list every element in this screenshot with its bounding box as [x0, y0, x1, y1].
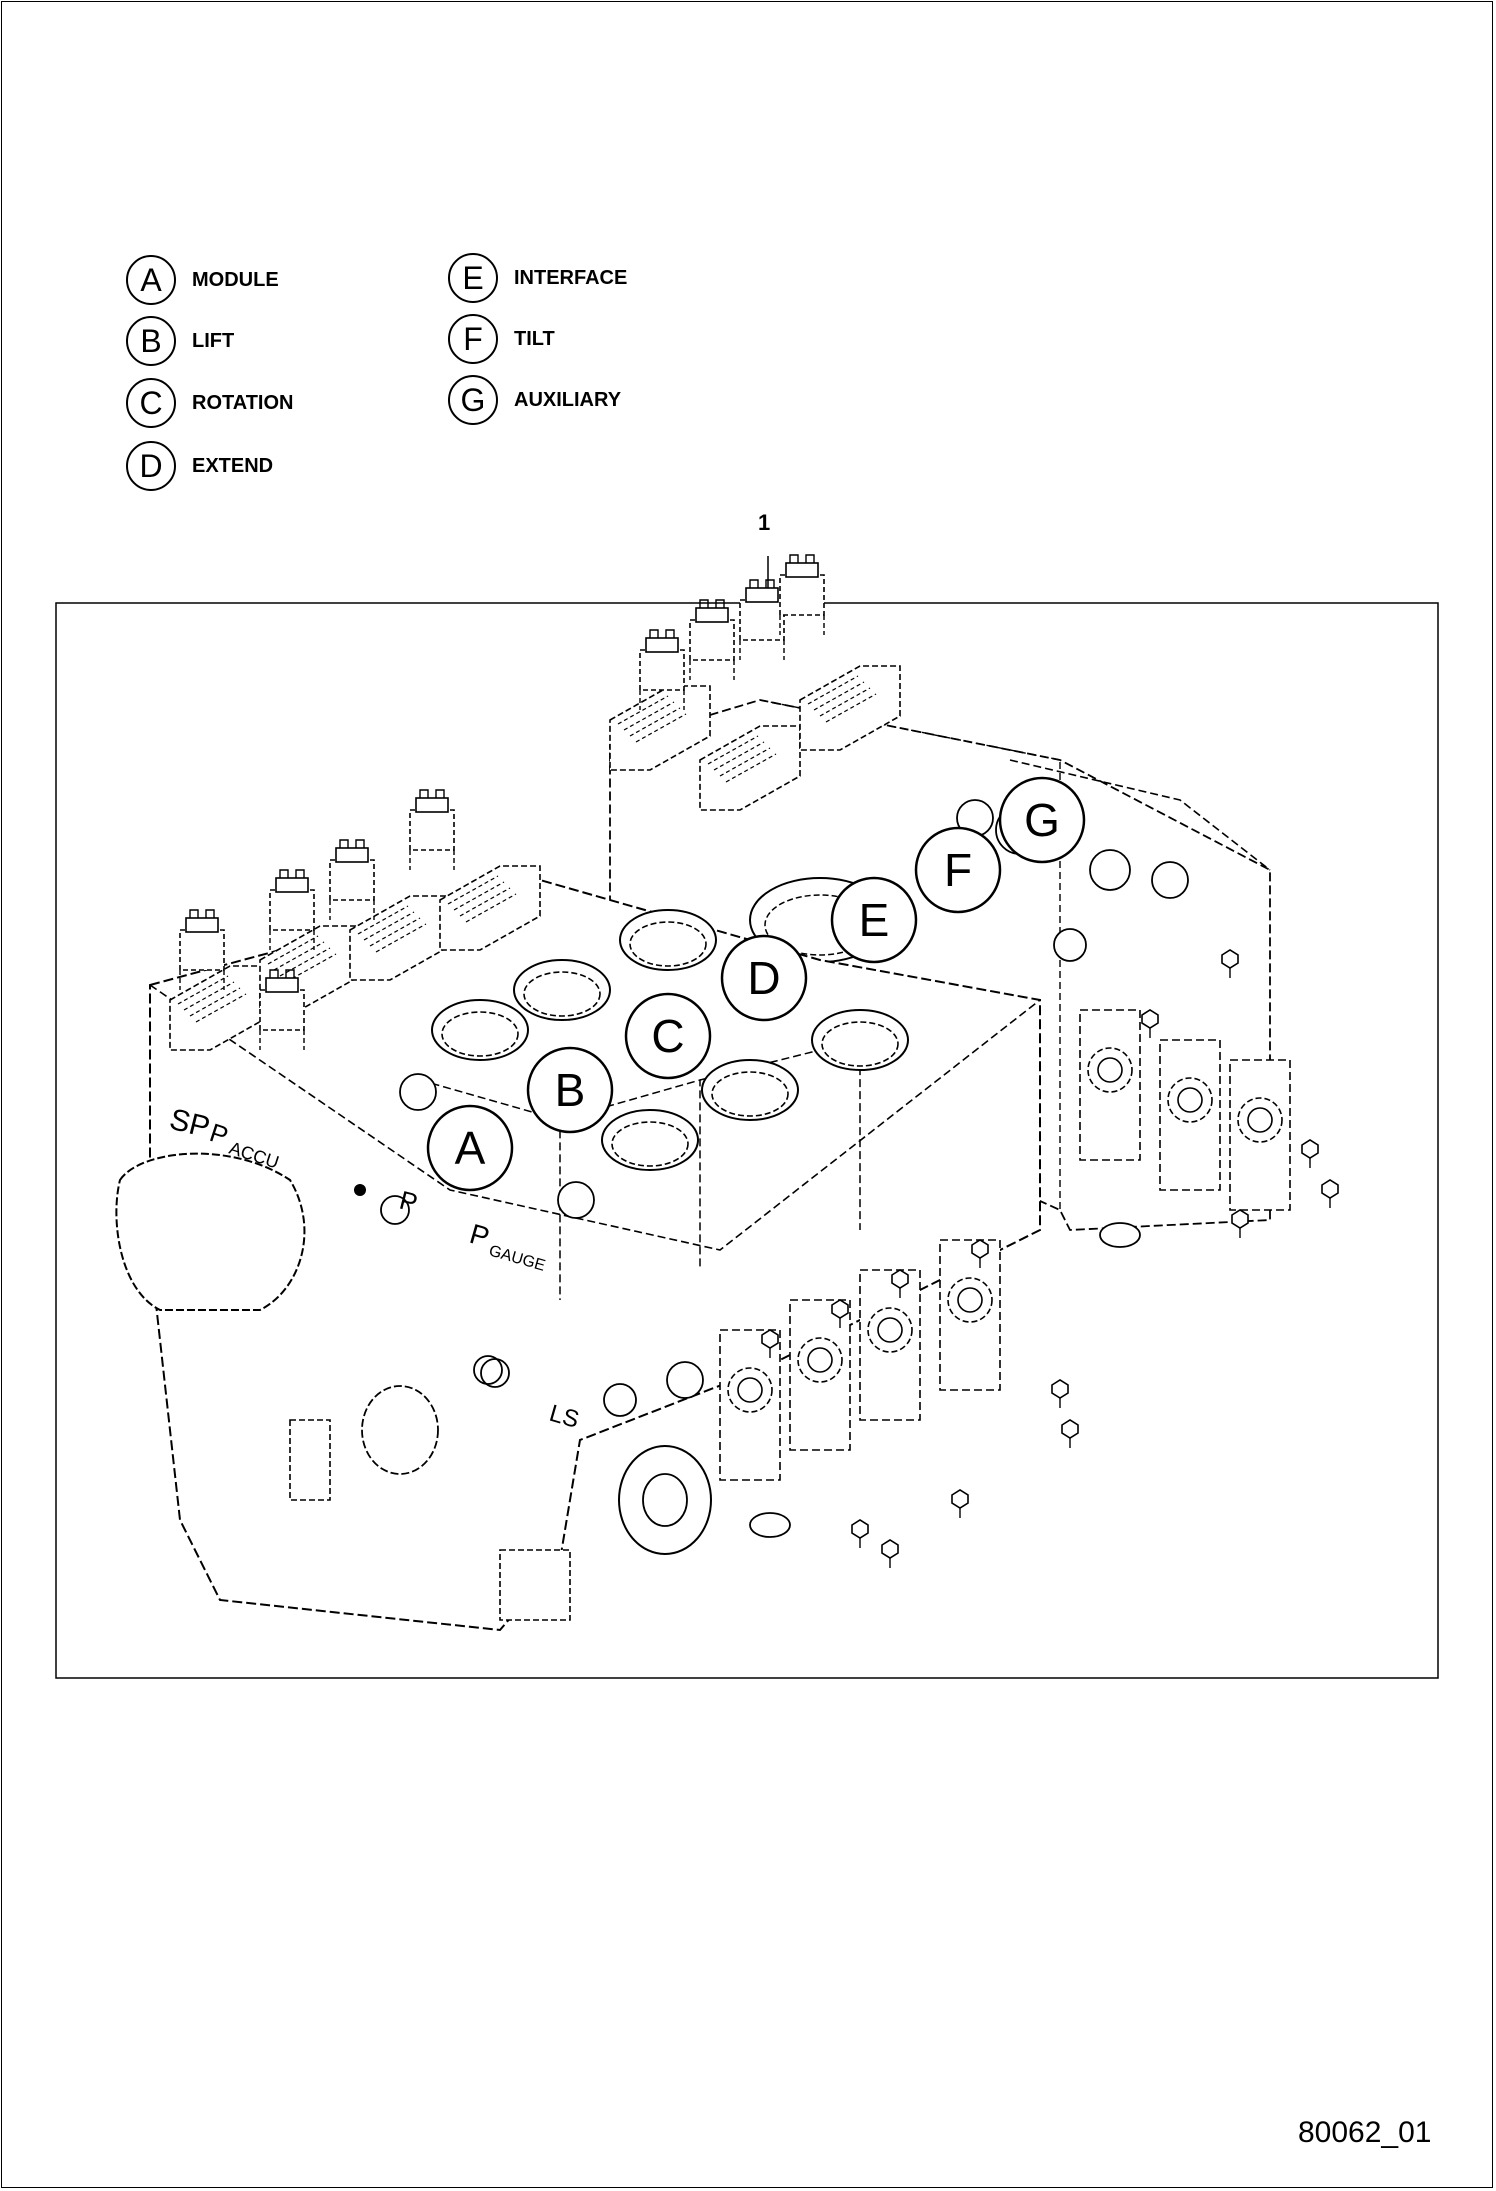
legend-badge-g: G — [448, 375, 498, 425]
callout-b: B — [526, 1046, 614, 1134]
svg-text:A: A — [455, 1122, 486, 1174]
legend-label-e: INTERFACE — [514, 267, 628, 289]
legend-label-c: ROTATION — [192, 392, 294, 414]
svg-text:B: B — [555, 1064, 586, 1116]
svg-text:D: D — [747, 952, 780, 1004]
callout-e: E — [830, 876, 918, 964]
item-number: 1 — [758, 510, 771, 535]
svg-text:C: C — [651, 1010, 684, 1062]
legend-label-d: EXTEND — [192, 455, 274, 477]
callout-c: C — [624, 992, 712, 1080]
callout-d: D — [720, 934, 808, 1022]
callout-g: G — [998, 776, 1086, 864]
legend-badge-e: E — [448, 253, 498, 303]
legend-label-f: TILT — [514, 328, 555, 350]
callout-f: F — [914, 826, 1002, 914]
legend-badge-d: D — [126, 441, 176, 491]
front-valve-bank — [115, 789, 1141, 1632]
legend-badge-a: A — [126, 255, 176, 305]
legend-label-a: MODULE — [192, 269, 279, 291]
callout-a: A — [426, 1104, 514, 1192]
legend-badge-f: F — [448, 314, 498, 364]
svg-text:E: E — [859, 894, 890, 946]
legend-badge-c: C — [126, 378, 176, 428]
figure-id: 80062_01 — [1298, 2116, 1432, 2149]
svg-text:F: F — [944, 844, 972, 896]
legend-badge-b: B — [126, 316, 176, 366]
svg-text:G: G — [1024, 794, 1060, 846]
legend-label-g: AUXILIARY — [514, 389, 622, 411]
part-markings: SP P ACCU P P GAUGE LS — [166, 1103, 582, 1434]
legend-label-b: LIFT — [192, 330, 235, 352]
